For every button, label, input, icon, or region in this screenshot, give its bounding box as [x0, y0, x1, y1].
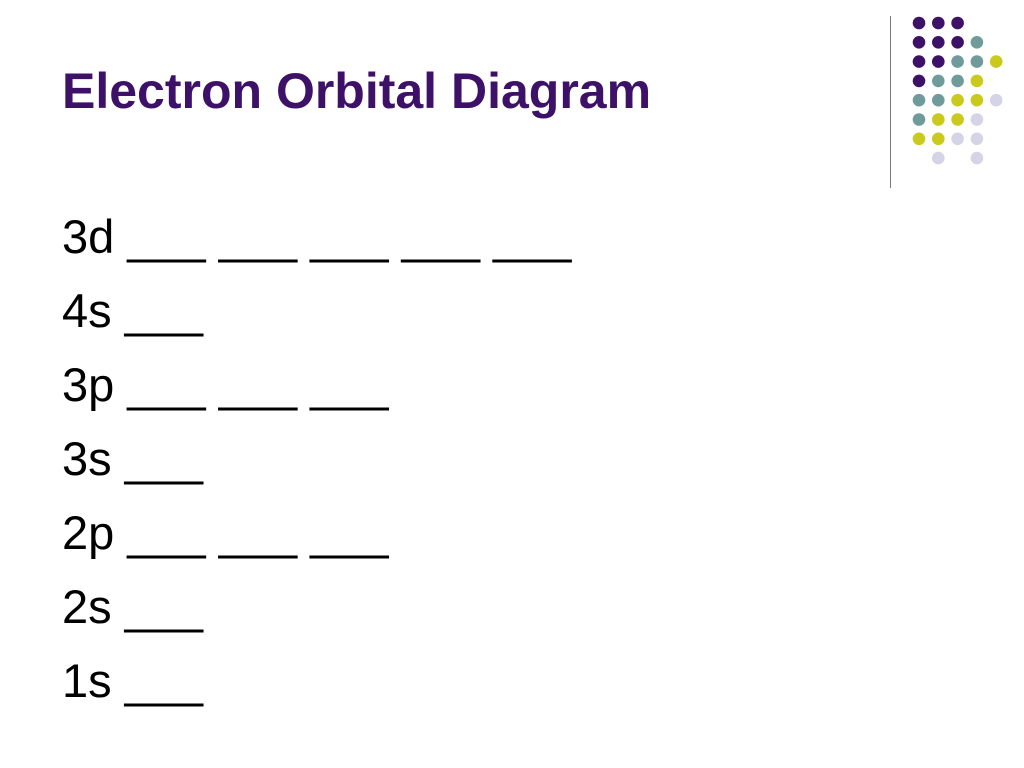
orbital-blank: ___ [124, 580, 204, 633]
decorative-dot [970, 132, 984, 146]
decorative-dot [912, 113, 926, 126]
orbital-blank: ___ [310, 358, 389, 411]
orbital-blank: ___ [218, 506, 298, 559]
decorative-dot [932, 55, 945, 68]
orbital-row-2s: 2s___ [62, 570, 571, 644]
orbital-row-3s: 3s___ [62, 422, 571, 496]
orbital-blank: ___ [218, 358, 298, 411]
orbital-row-3d: 3d_______________ [62, 200, 571, 274]
orbital-row-4s: 4s___ [62, 274, 571, 348]
decorative-dot [951, 74, 964, 88]
slide-title: Electron Orbital Diagram [62, 63, 652, 119]
decorative-dot [932, 113, 945, 126]
decorative-dot [989, 55, 1003, 68]
orbital-level-label: 4s [62, 284, 112, 337]
decorative-dot [951, 93, 964, 107]
header-divider [890, 16, 891, 188]
orbital-blank: ___ [127, 358, 206, 411]
decorative-dot [970, 55, 984, 68]
orbital-list: 3d_______________4s___3p_________3s___2p… [62, 200, 571, 718]
orbital-level-label: 3p [62, 358, 115, 411]
decorative-dot [951, 132, 964, 146]
orbital-blank: ___ [124, 284, 204, 337]
decorative-dot [912, 74, 926, 88]
orbital-level-label: 1s [62, 654, 112, 707]
decorative-dot [989, 93, 1003, 107]
orbital-blank: ___ [401, 210, 480, 263]
orbital-blank: ___ [127, 210, 206, 263]
decorative-dot [951, 55, 964, 68]
decorative-dot [970, 74, 984, 88]
orbital-level-label: 3s [62, 432, 112, 485]
orbital-blank: ___ [124, 432, 204, 485]
decorative-dot [970, 151, 984, 165]
orbital-row-2p: 2p_________ [62, 496, 571, 570]
decorative-dot [951, 113, 964, 126]
decorative-dot [951, 36, 964, 49]
decorative-dot [912, 55, 926, 68]
orbital-blank: ___ [310, 506, 389, 559]
orbital-blank: ___ [124, 654, 204, 707]
decorative-dot [912, 16, 926, 30]
decorative-dot [970, 113, 984, 126]
decorative-dot [951, 16, 964, 30]
orbital-row-3p: 3p_________ [62, 348, 571, 422]
decorative-dot [932, 151, 945, 165]
orbital-blank: ___ [310, 210, 389, 263]
decorative-dot [932, 132, 945, 146]
decorative-dot [932, 74, 945, 88]
orbital-blank: ___ [218, 210, 298, 263]
orbital-blank: ___ [127, 506, 206, 559]
orbital-level-label: 2s [62, 580, 112, 633]
decorative-dot [912, 132, 926, 146]
decorative-dot [932, 36, 945, 49]
decorative-dot-grid [912, 16, 1003, 165]
orbital-blank: ___ [492, 210, 572, 263]
orbital-level-label: 3d [62, 210, 115, 263]
decorative-dot [970, 36, 984, 49]
decorative-dot [932, 93, 945, 107]
orbital-row-1s: 1s___ [62, 644, 571, 718]
decorative-dot [912, 36, 926, 49]
decorative-dot [970, 93, 984, 107]
orbital-level-label: 2p [62, 506, 115, 559]
decorative-dot [932, 16, 945, 30]
decorative-dot [912, 93, 926, 107]
